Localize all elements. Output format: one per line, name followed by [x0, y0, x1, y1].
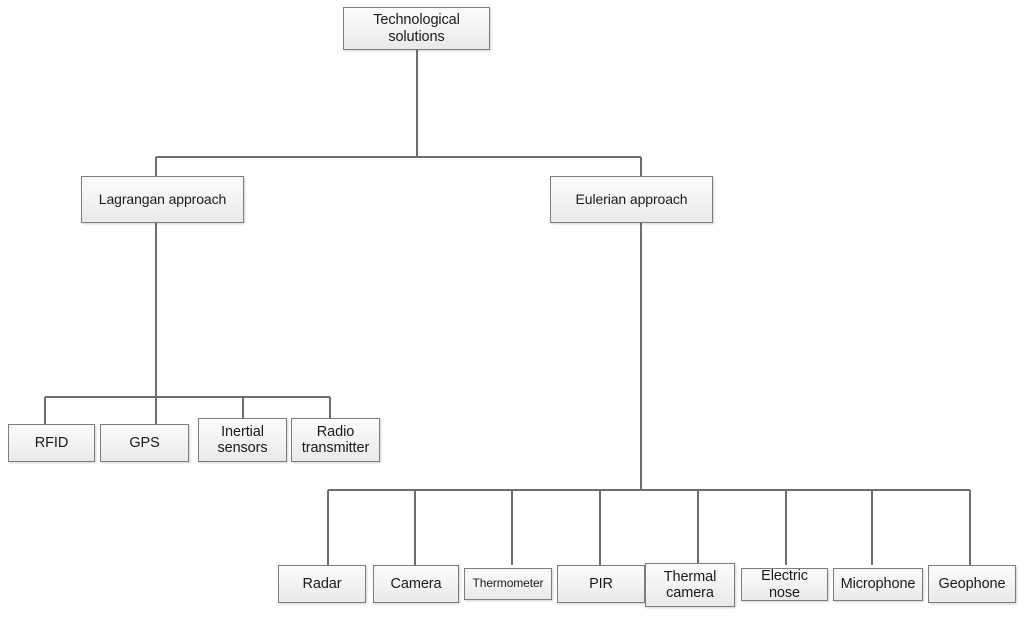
node-radio-transmitter[interactable]: Radio transmitter [291, 418, 380, 462]
node-label: PIR [589, 575, 613, 592]
node-label: Radio transmitter [301, 423, 370, 456]
node-label: Inertial sensors [217, 423, 268, 456]
node-label: Camera [390, 575, 442, 592]
node-label: GPS [129, 434, 160, 451]
node-eulerian-approach[interactable]: Eulerian approach [550, 176, 713, 223]
node-microphone[interactable]: Microphone [833, 568, 923, 601]
node-thermal-camera[interactable]: Thermal camera [645, 563, 735, 607]
node-label: Geophone [938, 575, 1006, 592]
node-label: Eulerian approach [575, 190, 688, 207]
node-label: Lagrangan approach [98, 190, 227, 207]
node-label: Microphone [840, 576, 916, 593]
node-technological-solutions[interactable]: Technological solutions [343, 7, 490, 50]
node-label: Technological solutions [373, 12, 460, 45]
node-lagrangan-approach[interactable]: Lagrangan approach [81, 176, 244, 223]
node-label: Electric nose [761, 568, 808, 601]
node-camera[interactable]: Camera [373, 565, 459, 603]
node-label: Radar [302, 575, 342, 592]
node-label: RFID [34, 434, 69, 451]
node-thermometer[interactable]: Thermometer [464, 568, 552, 600]
node-geophone[interactable]: Geophone [928, 565, 1016, 603]
node-label: Thermal camera [663, 568, 717, 601]
node-gps[interactable]: GPS [100, 424, 189, 462]
node-radar[interactable]: Radar [278, 565, 366, 603]
node-pir[interactable]: PIR [557, 565, 645, 603]
node-label: Thermometer [472, 576, 544, 591]
node-inertial-sensors[interactable]: Inertial sensors [198, 418, 287, 462]
node-electric-nose[interactable]: Electric nose [741, 568, 828, 601]
node-rfid[interactable]: RFID [8, 424, 95, 462]
